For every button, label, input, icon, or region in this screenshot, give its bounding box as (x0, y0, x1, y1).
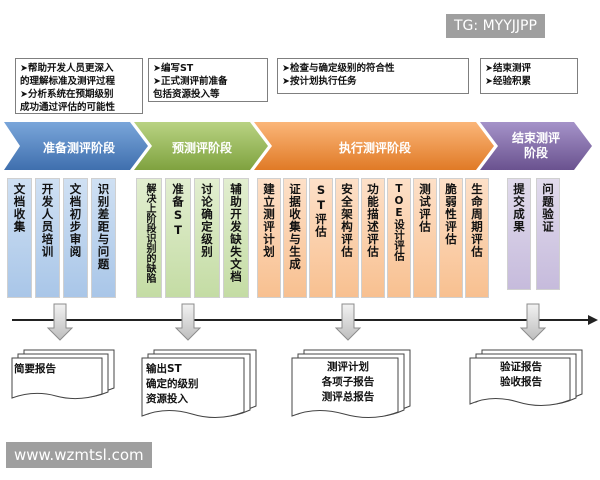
task-label: 功能描述评估 (366, 183, 380, 258)
task-label: TOE设计评估 (393, 183, 405, 261)
task-label: 识别差距与问题 (96, 183, 111, 271)
output-text-pre: 输出ST 确定的级别 资源投入 (146, 362, 236, 407)
task-box-exec: 脆弱性评估 (439, 178, 463, 298)
task-box-exec: 测试评估 (413, 178, 437, 298)
task-label: 文档收集 (12, 183, 27, 233)
task-label: 解决上阶段识别的缺陷 (144, 183, 155, 283)
note-line: ➤按计划执行任务 (282, 76, 357, 87)
phase-label-pre: 预测评阶段 (171, 141, 232, 155)
note-prep: ➤帮助开发人员更深入 的理解标准及测评过程 ➤分析系统在预期级别 成功通过评估的… (15, 58, 143, 114)
output-line: 验收报告 (500, 376, 542, 388)
output-line: 测评计划 (327, 361, 369, 373)
output-text-exec: 测评计划 各项子报告 测评总报告 (296, 360, 400, 405)
note-line: ➤分析系统在预期级别 (20, 89, 114, 100)
task-box-exec: 功能描述评估 (361, 178, 385, 298)
phase-arrow-exec (254, 122, 494, 170)
note-line: ➤帮助开发人员更深入 (20, 63, 114, 74)
task-box-exec: TOE设计评估 (387, 178, 411, 298)
output-line: 验证报告 (500, 361, 542, 373)
task-box-pre: 解决上阶段识别的缺陷 (136, 178, 162, 298)
output-line: 确定的级别 (146, 378, 199, 390)
output-line: 测评总报告 (321, 391, 375, 403)
task-box-prep: 识别差距与问题 (91, 178, 116, 298)
task-label: 脆弱性评估 (444, 183, 458, 246)
phase-label-end-text: 结束测评阶段 (511, 131, 560, 160)
task-box-end: 问题验证 (536, 178, 560, 290)
note-line: 包括资源投入等 (153, 89, 220, 100)
note-line: ➤正式测评前准备 (153, 76, 228, 87)
note-line: ➤经验积累 (485, 76, 531, 87)
task-label: 问题验证 (541, 183, 555, 233)
task-box-prep: 文档初步审阅 (63, 178, 88, 298)
task-label: 测试评估 (418, 183, 432, 233)
phase-label-end: 结束测评阶段 (500, 131, 572, 161)
phase-arrow-prep (4, 122, 148, 170)
output-text-end: 验证报告 验收报告 (474, 360, 568, 390)
task-label: ST评估 (314, 183, 328, 238)
timeline-arrowhead (588, 315, 598, 325)
output-stack-pre (141, 349, 257, 418)
output-stack-end (469, 349, 583, 406)
note-exec: ➤检查与确定级别的符合性 ➤按计划执行任务 (277, 58, 469, 94)
task-box-end: 提交成果 (507, 178, 531, 290)
output-text-prep: 简要报告 (14, 362, 94, 377)
task-box-pre: 辅助开发缺失文档 (223, 178, 249, 298)
note-line: ➤编写ST (153, 63, 194, 74)
output-line: 输出ST (146, 363, 182, 375)
output-line: 各项子报告 (321, 376, 375, 388)
output-stack-exec (291, 349, 411, 418)
task-box-pre: 讨论确定级别 (194, 178, 220, 298)
timeline (12, 303, 598, 341)
task-label: 证据收集与生成 (288, 183, 302, 271)
task-label: 生命周期评估 (470, 183, 484, 258)
note-line: ➤结束测评 (485, 63, 531, 74)
task-label: 讨论确定级别 (200, 183, 214, 258)
task-box-exec: 建立测评计划 (257, 178, 281, 298)
task-box-exec: 证据收集与生成 (283, 178, 307, 298)
task-label: 开发人员培训 (40, 183, 55, 258)
phase-label-exec: 执行测评阶段 (338, 141, 411, 155)
watermark-bottom: www.wzmtsl.com (6, 442, 152, 468)
phase-label-prep: 准备测评阶段 (42, 141, 115, 155)
note-end: ➤结束测评 ➤经验积累 (480, 58, 578, 94)
task-box-pre: 准备ST (165, 178, 191, 298)
task-label: 安全架构评估 (340, 183, 354, 258)
task-label: 辅助开发缺失文档 (229, 183, 243, 283)
output-line: 资源投入 (146, 393, 188, 405)
phase-arrows (4, 122, 592, 170)
task-box-exec: 安全架构评估 (335, 178, 359, 298)
phase-arrow-pre (134, 122, 268, 170)
task-box-prep: 文档收集 (7, 178, 32, 298)
note-line: ➤检查与确定级别的符合性 (282, 63, 395, 74)
down-arrow-exec (334, 303, 362, 341)
down-arrow-prep (46, 303, 74, 341)
note-line: 成功通过评估的可能性 (20, 102, 116, 113)
task-box-prep: 开发人员培训 (35, 178, 60, 298)
task-label: 文档初步审阅 (68, 183, 83, 258)
note-line: 的理解标准及测评过程 (20, 76, 116, 87)
task-label: 准备ST (171, 183, 185, 238)
task-box-exec: 生命周期评估 (465, 178, 489, 298)
task-box-exec: ST评估 (309, 178, 333, 298)
watermark-top: TG: MYYJJPP (446, 14, 545, 38)
down-arrow-end (519, 303, 547, 341)
output-stack-prep (11, 349, 115, 400)
note-pre: ➤编写ST ➤正式测评前准备 包括资源投入等 (148, 58, 268, 102)
phase-arrow-end (480, 122, 592, 170)
output-line: 简要报告 (14, 363, 56, 375)
task-label: 建立测评计划 (262, 183, 276, 258)
down-arrow-pre (174, 303, 202, 341)
task-label: 提交成果 (512, 183, 526, 233)
